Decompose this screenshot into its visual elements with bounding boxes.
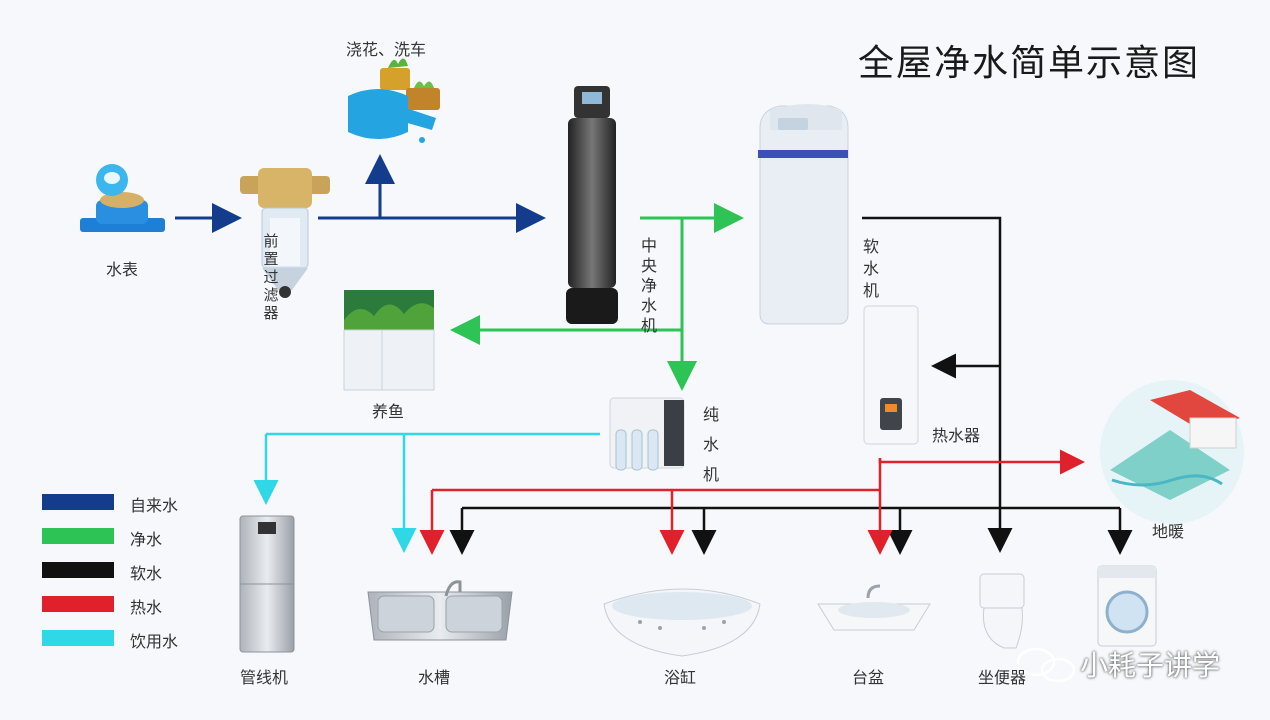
washing-machine-icon [1097,565,1157,647]
hot-water-lines [419,449,1085,555]
watering-can-icon [348,58,440,143]
legend-label: 净水 [130,530,163,549]
legend-item-drinking: 饮用水 [42,628,242,651]
sink-icon [367,580,513,641]
label-pipeline-machine: 管线机 [240,668,289,687]
basin-icon [817,584,931,631]
legend-swatch [42,630,114,646]
label-ro-purifier: 纯水机 [702,405,719,484]
label-aquarium: 养鱼 [372,402,405,421]
label-bathtub: 浴缸 [664,668,697,687]
legend-item-tap-water: 自来水 [42,492,242,515]
soft-water-lines [449,216,1133,555]
legend-label: 饮用水 [130,632,179,651]
legend-label: 软水 [130,564,163,583]
drinking-water-lines [253,432,600,553]
ro-purifier-icon [609,397,685,471]
legend-swatch [42,494,114,510]
pre-filter-icon [240,168,330,298]
wechat-icon [1016,647,1076,683]
diagram-title: 全屋净水简单示意图 [858,43,1201,84]
toilet-icon [979,573,1025,649]
aquarium-icon [343,290,435,391]
softener-icon [758,104,849,325]
legend-swatch [42,562,114,578]
label-water-meter: 水表 [106,260,139,279]
label-sink: 水槽 [418,668,451,687]
water-heater-icon [863,305,919,445]
legend-item-purified: 净水 [42,526,242,549]
tap-water-lines [175,154,546,233]
water-meter-icon [80,164,165,232]
legend-item-hot: 热水 [42,594,242,617]
bathtub-icon [603,588,761,657]
label-heater: 热水器 [932,426,981,445]
label-softener: 软水机 [862,237,879,300]
central-purifier-icon [566,86,618,324]
label-toilet: 坐便器 [978,668,1027,687]
label-central-purifier: 中央净水机 [640,236,657,335]
label-basin: 台盆 [852,668,885,687]
label-floor-heating: 地暖 [1152,522,1185,541]
label-pre-filter: 前置过滤器 [263,232,279,322]
label-garden: 浇花、洗车 [346,40,427,59]
legend-swatch [42,596,114,612]
pipeline-machine-icon [239,515,295,653]
legend-label: 热水 [130,598,163,617]
legend-item-soft: 软水 [42,560,242,583]
legend-label: 自来水 [130,496,179,515]
floor-heating-icon [1100,380,1244,524]
watermark-text: 小耗子讲学 [1080,649,1221,682]
purified-water-lines [450,203,744,391]
legend-swatch [42,528,114,544]
